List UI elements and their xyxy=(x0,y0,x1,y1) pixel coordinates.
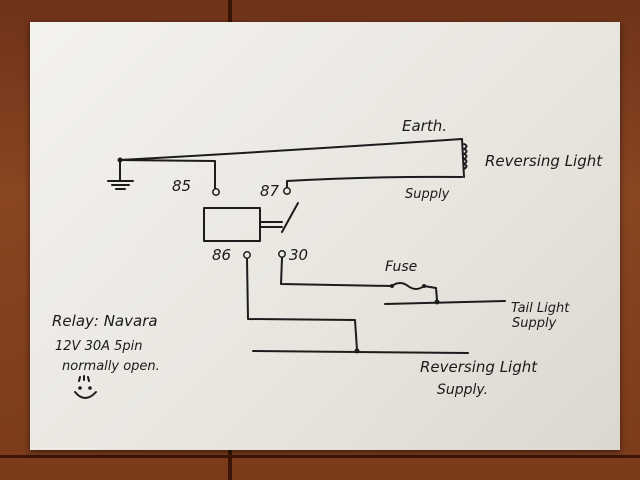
earth-wire xyxy=(119,138,463,161)
relay-coil-box xyxy=(203,207,261,242)
pin30-wire xyxy=(280,257,393,287)
smiley-face-icon xyxy=(74,375,97,399)
fuse-end-dot xyxy=(390,284,394,288)
relay-link xyxy=(259,221,283,228)
pin-30-label: 30 xyxy=(289,246,308,264)
plank-gap xyxy=(0,455,640,458)
earth-label: Earth. xyxy=(402,117,447,135)
lamp-wire xyxy=(461,138,465,178)
tail-supply-junction xyxy=(434,299,440,305)
lamp-coil-icon xyxy=(463,143,468,170)
tail-light-supply-line xyxy=(384,300,506,305)
pin87-terminal xyxy=(283,187,291,195)
tail-light-label-line2: Supply xyxy=(512,316,557,331)
pin86-wire xyxy=(246,258,358,351)
pin85-wire xyxy=(119,159,216,189)
pin-86-label: 86 xyxy=(212,246,231,264)
relay-note-line1: Relay: Navara xyxy=(52,312,158,330)
reversing-supply-line xyxy=(252,350,469,354)
relay-note-line3: normally open. xyxy=(62,359,160,374)
reversing-supply-junction xyxy=(354,348,360,354)
fuse-label: Fuse xyxy=(385,259,417,275)
diagram-card xyxy=(30,22,620,450)
reversing-light-label: Reversing Light xyxy=(485,152,603,170)
tail-light-label-line1: Tail Light xyxy=(511,301,570,316)
pin87-supply-wire xyxy=(286,175,463,189)
fuse-to-junction-wire xyxy=(423,285,438,301)
pin86-terminal xyxy=(243,251,251,259)
pin-87-label: 87 xyxy=(260,182,280,200)
relay-note-line2: 12V 30A 5pin xyxy=(55,339,143,354)
fuse-icon xyxy=(391,282,425,290)
pin30-terminal xyxy=(278,250,286,258)
relay-switch-contact xyxy=(281,202,299,233)
reversing-supply-label-line2: Supply. xyxy=(437,382,488,398)
ground-symbol-icon xyxy=(107,180,134,190)
pin85-terminal xyxy=(212,188,220,196)
reversing-supply-label-line1: Reversing Light xyxy=(420,358,538,376)
supply-label: Supply xyxy=(405,187,450,202)
pin-85-label: 85 xyxy=(172,177,191,195)
